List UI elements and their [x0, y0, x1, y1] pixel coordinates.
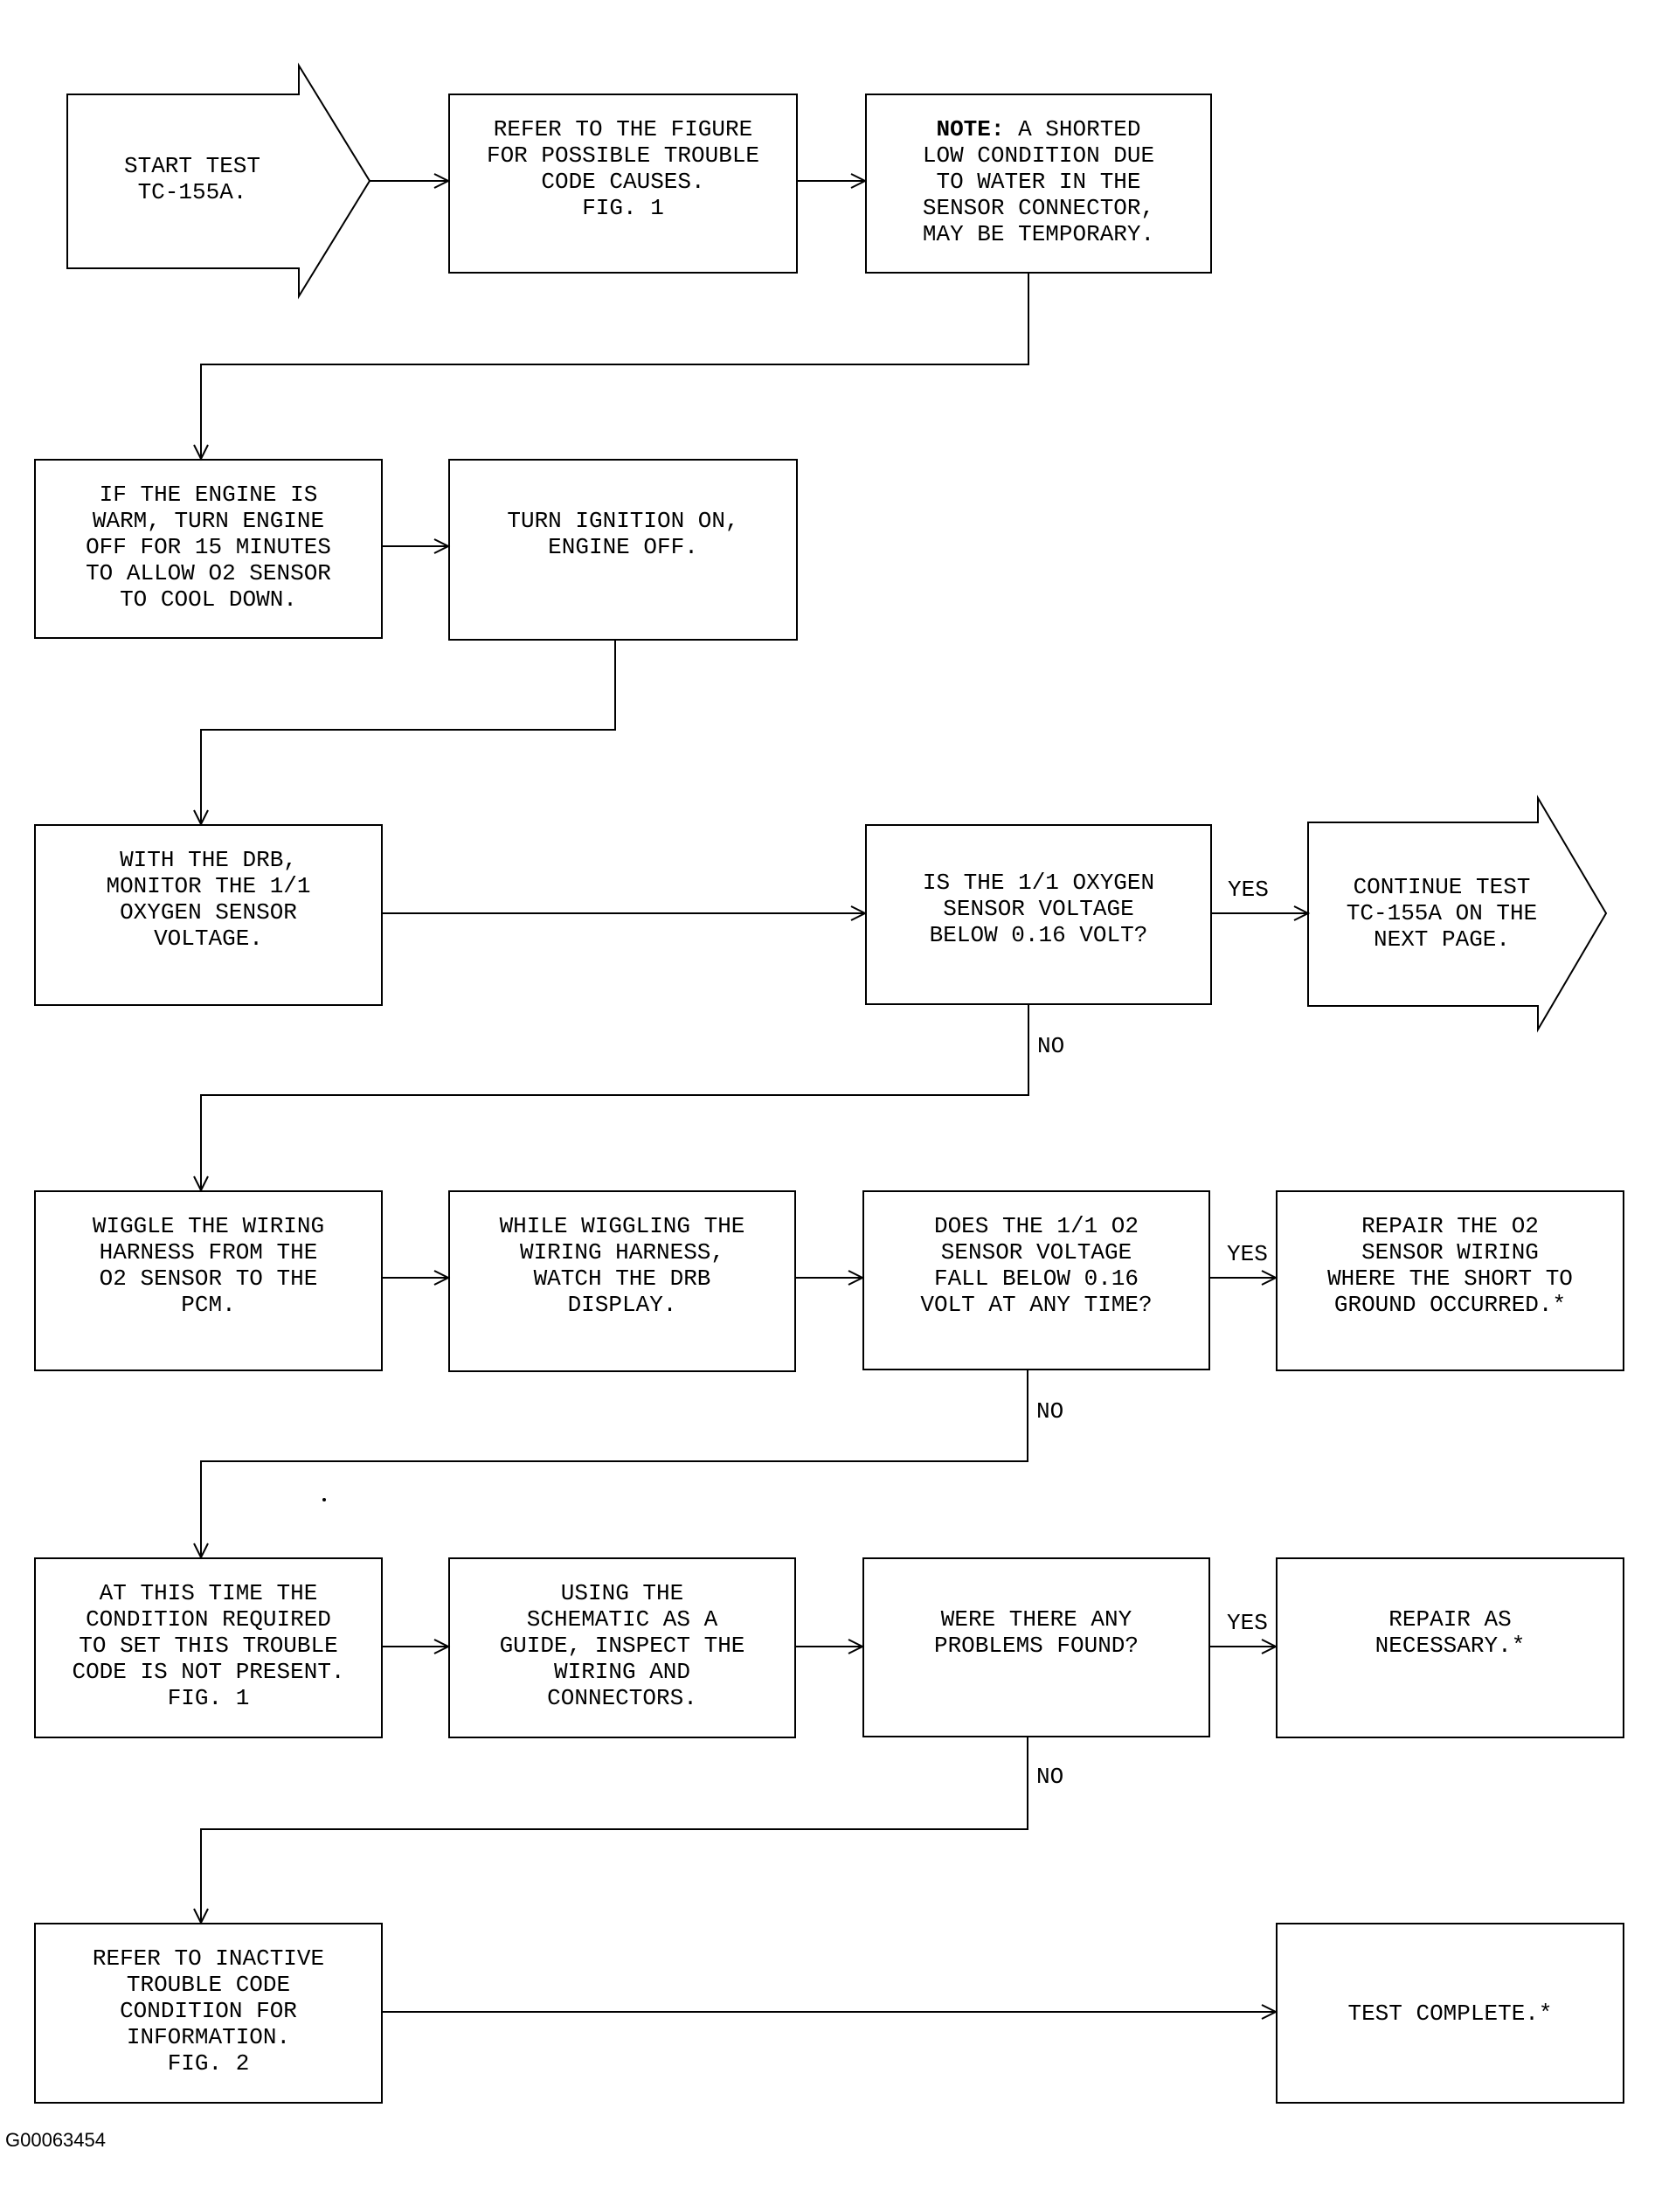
inactive-line-4: INFORMATION. — [126, 2024, 291, 2050]
while-wiggling-line-3: WATCH THE DRB — [533, 1265, 711, 1292]
refer-figure-line-3: CODE CAUSES. — [541, 169, 705, 195]
refer-figure-line-2: FOR POSSIBLE TROUBLE — [486, 142, 760, 169]
engine-warm-line-2: WARM, TURN ENGINE — [92, 508, 325, 534]
repair-wiring-line-3: WHERE THE SHORT TO — [1327, 1265, 1573, 1292]
repair-wiring-line-1: REPAIR THE O2 — [1361, 1213, 1539, 1239]
engine-warm-line-5: TO COOL DOWN. — [120, 586, 297, 613]
inactive-code-box: REFER TO INACTIVE TROUBLE CODE CONDITION… — [34, 1923, 383, 2104]
refer-figure-line-5: FIG. 1 — [582, 195, 664, 221]
wiggle-line-1: WIGGLE THE WIRING — [92, 1213, 325, 1239]
below-016-decision-box: IS THE 1/1 OXYGEN SENSOR VOLTAGE BELOW 0… — [865, 824, 1212, 1005]
while-wiggling-line-1: WHILE WIGGLING THE — [499, 1213, 745, 1239]
condition-not-present-box: AT THIS TIME THE CONDITION REQUIRED TO S… — [34, 1557, 383, 1738]
start-arrow-shape — [66, 62, 371, 300]
engine-warm-line-4: TO ALLOW O2 SENSOR — [86, 560, 331, 586]
wiggle-harness-box: WIGGLE THE WIRING HARNESS FROM THE O2 SE… — [34, 1190, 383, 1371]
continue-test-step: CONTINUE TEST TC-155A ON THE NEXT PAGE. — [1319, 865, 1564, 961]
problems-found-line-2: PROBLEMS FOUND? — [933, 1633, 1139, 1659]
note-line-1: NOTE: A SHORTED — [867, 116, 1210, 142]
inactive-line-5: FIG. 2 — [167, 2050, 250, 2077]
start-line-1: START TEST — [123, 153, 261, 179]
not-present-line-3: TO SET THIS TROUBLE — [79, 1633, 338, 1659]
using-schematic-line-5: CONNECTORS. — [547, 1685, 697, 1711]
while-wiggling-box: WHILE WIGGLING THE WIRING HARNESS, WATCH… — [448, 1190, 796, 1372]
yes-label-1: YES — [1228, 877, 1269, 903]
not-present-line-2: CONDITION REQUIRED — [86, 1606, 331, 1633]
wiggle-line-4: PCM. — [181, 1292, 236, 1318]
note-line-3: TO WATER IN THE — [936, 169, 1141, 195]
note-line-4: SENSOR CONNECTOR, — [922, 195, 1155, 221]
repair-wiring-box: REPAIR THE O2 SENSOR WIRING WHERE THE SH… — [1276, 1190, 1624, 1371]
engine-warm-line-1: IF THE ENGINE IS — [99, 482, 318, 508]
while-wiggling-line-2: WIRING HARNESS, — [519, 1239, 725, 1265]
ignition-on-line-2: ENGINE OFF. — [548, 534, 698, 560]
no-label-3: NO — [1036, 1764, 1064, 1790]
does-fall-line-2: SENSOR VOLTAGE — [940, 1239, 1132, 1265]
repair-wiring-line-4: GROUND OCCURRED.* — [1333, 1292, 1567, 1318]
engine-warm-line-3: OFF FOR 15 MINUTES — [86, 534, 331, 560]
test-complete-box: TEST COMPLETE.* — [1276, 1923, 1624, 2104]
note-box: NOTE: A SHORTED LOW CONDITION DUE TO WAT… — [865, 94, 1212, 274]
problems-found-decision-box: WERE THERE ANY PROBLEMS FOUND? — [862, 1557, 1210, 1737]
continue-line-3: NEXT PAGE. — [1373, 926, 1511, 953]
start-line-2: TC-155A. — [137, 179, 247, 205]
continue-line-1: CONTINUE TEST — [1353, 874, 1531, 900]
below-016-line-3: BELOW 0.16 VOLT? — [929, 922, 1148, 948]
note-line-2: LOW CONDITION DUE — [922, 142, 1155, 169]
inactive-line-3: CONDITION FOR — [120, 1998, 297, 2024]
continue-line-2: TC-155A ON THE — [1346, 900, 1538, 926]
note-line-5: MAY BE TEMPORARY. — [922, 221, 1155, 247]
problems-found-line-1: WERE THERE ANY — [940, 1606, 1132, 1633]
does-fall-decision-box: DOES THE 1/1 O2 SENSOR VOLTAGE FALL BELO… — [862, 1190, 1210, 1370]
using-schematic-line-2: SCHEMATIC AS A — [526, 1606, 718, 1633]
engine-warm-box: IF THE ENGINE IS WARM, TURN ENGINE OFF F… — [34, 459, 383, 639]
continue-arrow-shape — [1307, 794, 1608, 1033]
refer-figure-line-1: REFER TO THE FIGURE — [493, 116, 753, 142]
using-schematic-line-1: USING THE — [560, 1580, 684, 1606]
not-present-line-5: FIG. 1 — [167, 1685, 250, 1711]
while-wiggling-line-4: DISPLAY. — [567, 1292, 677, 1318]
monitor-drb-line-2: MONITOR THE 1/1 — [106, 873, 311, 899]
does-fall-line-1: DOES THE 1/1 O2 — [933, 1213, 1139, 1239]
refer-figure-box: REFER TO THE FIGURE FOR POSSIBLE TROUBLE… — [448, 94, 798, 274]
no-label-2: NO — [1036, 1398, 1064, 1425]
no-label-1: NO — [1037, 1033, 1065, 1059]
inactive-line-1: REFER TO INACTIVE — [92, 1945, 325, 1972]
ignition-on-line-1: TURN IGNITION ON, — [507, 508, 739, 534]
not-present-line-4: CODE IS NOT PRESENT. — [72, 1659, 345, 1685]
does-fall-line-3: FALL BELOW 0.16 — [933, 1265, 1139, 1292]
inactive-line-2: TROUBLE CODE — [126, 1972, 291, 1998]
note-line-1-text: A SHORTED — [1004, 116, 1141, 142]
wiggle-line-3: O2 SENSOR TO THE — [99, 1265, 318, 1292]
repair-as-necessary-box: REPAIR AS NECESSARY.* — [1276, 1557, 1624, 1738]
repair-necessary-line-2: NECESSARY.* — [1375, 1633, 1526, 1659]
ignition-on-box: TURN IGNITION ON, ENGINE OFF. — [448, 459, 798, 641]
monitor-drb-line-3: OXYGEN SENSOR — [120, 899, 297, 926]
note-label: NOTE: — [936, 116, 1005, 142]
test-complete-line-1: TEST COMPLETE.* — [1347, 2000, 1553, 2027]
using-schematic-line-4: WIRING AND — [553, 1659, 691, 1685]
not-present-line-1: AT THIS TIME THE — [99, 1580, 318, 1606]
figure-id: G00063454 — [5, 2129, 106, 2151]
start-test-step: START TEST TC-155A. — [87, 131, 297, 227]
repair-necessary-line-1: REPAIR AS — [1388, 1606, 1512, 1633]
monitor-drb-line-1: WITH THE DRB, — [120, 847, 297, 873]
below-016-line-1: IS THE 1/1 OXYGEN — [922, 870, 1155, 896]
monitor-drb-line-4: VOLTAGE. — [154, 926, 263, 952]
below-016-line-2: SENSOR VOLTAGE — [943, 896, 1134, 922]
using-schematic-box: USING THE SCHEMATIC AS A GUIDE, INSPECT … — [448, 1557, 796, 1738]
monitor-drb-box: WITH THE DRB, MONITOR THE 1/1 OXYGEN SEN… — [34, 824, 383, 1006]
yes-label-2: YES — [1227, 1241, 1268, 1267]
yes-label-3: YES — [1227, 1610, 1268, 1636]
using-schematic-line-3: GUIDE, INSPECT THE — [499, 1633, 745, 1659]
repair-wiring-line-2: SENSOR WIRING — [1361, 1239, 1539, 1265]
wiggle-line-2: HARNESS FROM THE — [99, 1239, 318, 1265]
does-fall-line-4: VOLT AT ANY TIME? — [920, 1292, 1153, 1318]
